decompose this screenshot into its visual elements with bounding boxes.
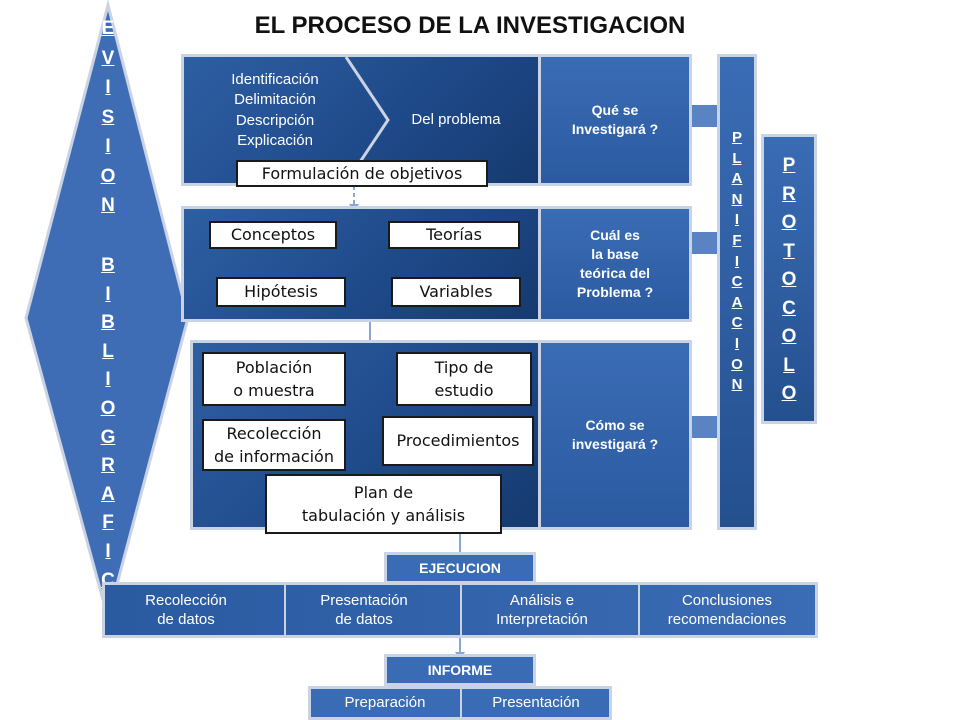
- question-base: Cuál es la base teórica del Problema ?: [538, 206, 692, 322]
- informe-step-1: Preparación: [344, 694, 426, 712]
- question-what: Qué se Investigará ?: [538, 54, 692, 186]
- analysis-plan-box: Plan de tabulación y análisis: [265, 474, 502, 534]
- concepts-box: Conceptos: [209, 221, 337, 249]
- ejecucion-divider-3: [638, 585, 640, 635]
- revision.letters_top-letter: O: [100, 165, 116, 187]
- planificacion-letter: N: [731, 190, 743, 208]
- protocolo-letter: O: [781, 269, 797, 290]
- ejecucion-divider-2: [460, 585, 462, 635]
- planificacion-bar: [717, 54, 757, 530]
- protocolo-letter: C: [782, 297, 796, 319]
- revision.letters_bottom-letter: L: [102, 340, 114, 362]
- theories-box: Teorías: [388, 221, 520, 249]
- variables-box: Variables: [391, 277, 521, 307]
- planificacion-letter: I: [734, 334, 740, 352]
- planificacion-letter: F: [732, 231, 742, 249]
- revision.letters_bottom-letter: R: [101, 455, 115, 477]
- revision.letters_top-letter: I: [105, 77, 111, 98]
- protocolo-letter: L: [783, 354, 795, 376]
- informe-divider: [460, 689, 462, 717]
- revision.letters_top-letter: N: [101, 195, 115, 216]
- planificacion-letter: C: [731, 273, 743, 291]
- planificacion-letter: A: [731, 170, 743, 188]
- protocolo-letter: R: [782, 183, 796, 205]
- revision.letters_top-letter: V: [101, 47, 115, 69]
- revision.letters_bottom-letter: I: [105, 540, 111, 562]
- ejecucion-step-3: Análisis e Interpretación: [496, 591, 588, 629]
- informe-header: INFORME: [384, 654, 536, 686]
- procedures-box: Procedimientos: [382, 416, 534, 466]
- objectives-box: Formulación de objetivos: [236, 160, 488, 187]
- protocolo-letter: O: [781, 326, 797, 347]
- planificacion-letter: N: [731, 376, 743, 394]
- protocolo-letter: O: [781, 383, 797, 404]
- question-how: Cómo se investigará ?: [538, 340, 692, 530]
- revision.letters_bottom-letter: I: [105, 369, 111, 391]
- informe-step-2: Presentación: [492, 694, 580, 712]
- protocolo-letter: P: [782, 155, 796, 176]
- revision.letters_bottom-letter: B: [101, 255, 115, 276]
- hypothesis-box: Hipótesis: [216, 277, 346, 307]
- planificacion-letter: P: [731, 129, 742, 146]
- revision.letters_top-letter: S: [101, 106, 115, 128]
- protocolo-letter: T: [783, 240, 795, 262]
- protocolo-bar: [761, 134, 817, 424]
- planificacion-letter: I: [734, 252, 740, 270]
- protocolo-letter: O: [781, 212, 797, 233]
- planificacion-letter: I: [734, 211, 740, 229]
- planificacion-letter: O: [731, 355, 743, 373]
- study-type-box: Tipo de estudio: [396, 352, 532, 406]
- ejecucion-header: EJECUCION: [384, 552, 536, 584]
- revision.letters_top-letter: E: [101, 18, 115, 39]
- revision.letters_bottom-letter: B: [101, 312, 115, 334]
- page-title: EL PROCESO DE LA INVESTIGACION: [254, 12, 686, 39]
- population-box: Población o muestra: [202, 352, 346, 406]
- revision.letters_bottom-letter: F: [102, 512, 114, 534]
- ejecucion-step-4: Conclusiones recomendaciones: [667, 591, 787, 629]
- planificacion-letter: C: [731, 314, 743, 332]
- revision.letters_bottom-letter: A: [101, 483, 115, 505]
- ejecucion-divider-1: [284, 585, 286, 635]
- data-collection-box: Recolección de información: [202, 419, 346, 471]
- ejecucion-step-2: Presentación de datos: [320, 591, 408, 629]
- revision.letters_bottom-letter: I: [105, 283, 111, 305]
- planificacion-letter: A: [731, 293, 743, 311]
- ejecucion-step-1: Recolección de datos: [145, 591, 227, 629]
- revision.letters_top-letter: I: [105, 136, 111, 157]
- revision.letters_bottom-letter: O: [100, 397, 116, 419]
- problem-steps-text: Identificación Delimitación Descripción …: [231, 71, 319, 149]
- revision.letters_bottom-letter: G: [100, 426, 116, 448]
- problem-label: Del problema: [411, 111, 501, 128]
- planificacion-letter: L: [732, 149, 742, 167]
